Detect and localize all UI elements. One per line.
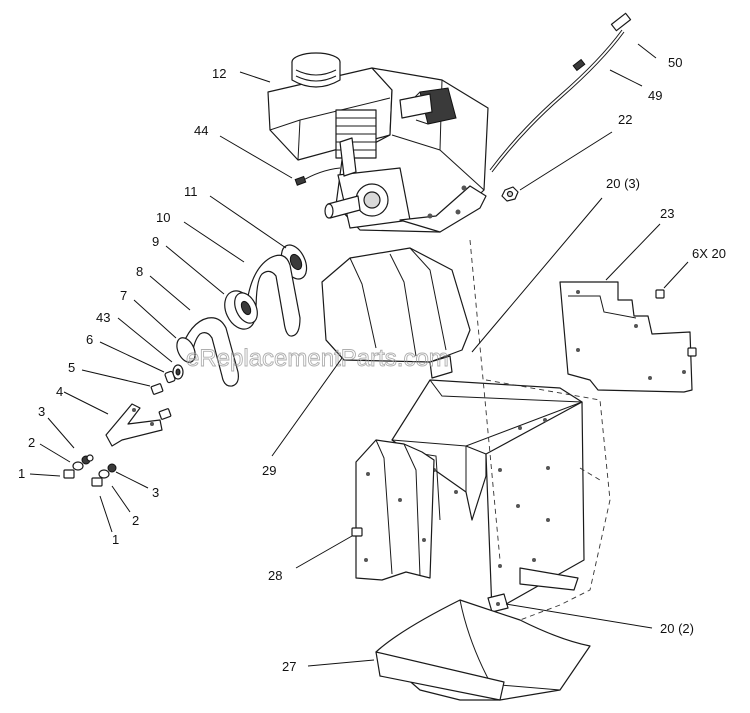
bottom-shroud	[375, 599, 591, 701]
bolt-5	[150, 383, 164, 395]
callout-49: 49	[648, 88, 662, 103]
spacer-6	[164, 370, 176, 384]
callout-44: 44	[194, 123, 208, 138]
belt-8	[179, 317, 239, 387]
callout-43: 43	[96, 310, 110, 325]
engine-assembly	[267, 52, 489, 233]
bolt-stud	[158, 408, 172, 420]
callout-11: 11	[184, 184, 198, 199]
callout-labels: 50 49 12 22 44 11 20 (3) 23 10 9 6X 20 8…	[18, 55, 726, 674]
belt-10	[245, 254, 301, 337]
pulley-9	[224, 290, 258, 330]
screws-6x20	[655, 289, 697, 357]
bolt-28	[351, 527, 363, 537]
side-plate	[559, 281, 693, 393]
callout-2-left: 2	[28, 435, 35, 450]
washer-43	[172, 364, 184, 380]
belt-cover	[321, 247, 471, 379]
bracket-4	[105, 403, 163, 447]
callout-22: 22	[618, 112, 632, 127]
callout-28: 28	[268, 568, 282, 583]
hex-nut	[501, 186, 519, 202]
watermark: eReplacementParts.com	[186, 345, 449, 372]
callout-29: 29	[262, 463, 276, 478]
callout-23: 23	[660, 206, 674, 221]
frame	[391, 239, 611, 621]
idler-7	[176, 337, 196, 363]
callout-3-left: 3	[38, 404, 45, 419]
callout-50: 50	[668, 55, 682, 70]
callout-1-left: 1	[18, 466, 25, 481]
callout-20-3: 20 (3)	[606, 176, 640, 191]
fastener-stack-left	[63, 454, 94, 479]
callout-27: 27	[282, 659, 296, 674]
ignition-wire	[294, 167, 341, 186]
throttle-cable	[489, 12, 632, 173]
callout-20-2: 20 (2)	[660, 621, 694, 636]
left-side-panel	[355, 439, 435, 581]
callout-7: 7	[120, 288, 127, 303]
callout-10: 10	[156, 210, 170, 225]
callout-1-right: 1	[112, 532, 119, 547]
callout-8: 8	[136, 264, 143, 279]
callout-5: 5	[68, 360, 75, 375]
callout-6: 6	[86, 332, 93, 347]
fastener-stack-right	[91, 463, 117, 487]
callout-4: 4	[56, 384, 63, 399]
callout-12: 12	[212, 66, 226, 81]
callout-2-right: 2	[132, 513, 139, 528]
callout-3-right: 3	[152, 485, 159, 500]
callout-6x20: 6X 20	[692, 246, 726, 261]
callout-9: 9	[152, 234, 159, 249]
leader-lines	[29, 43, 689, 667]
